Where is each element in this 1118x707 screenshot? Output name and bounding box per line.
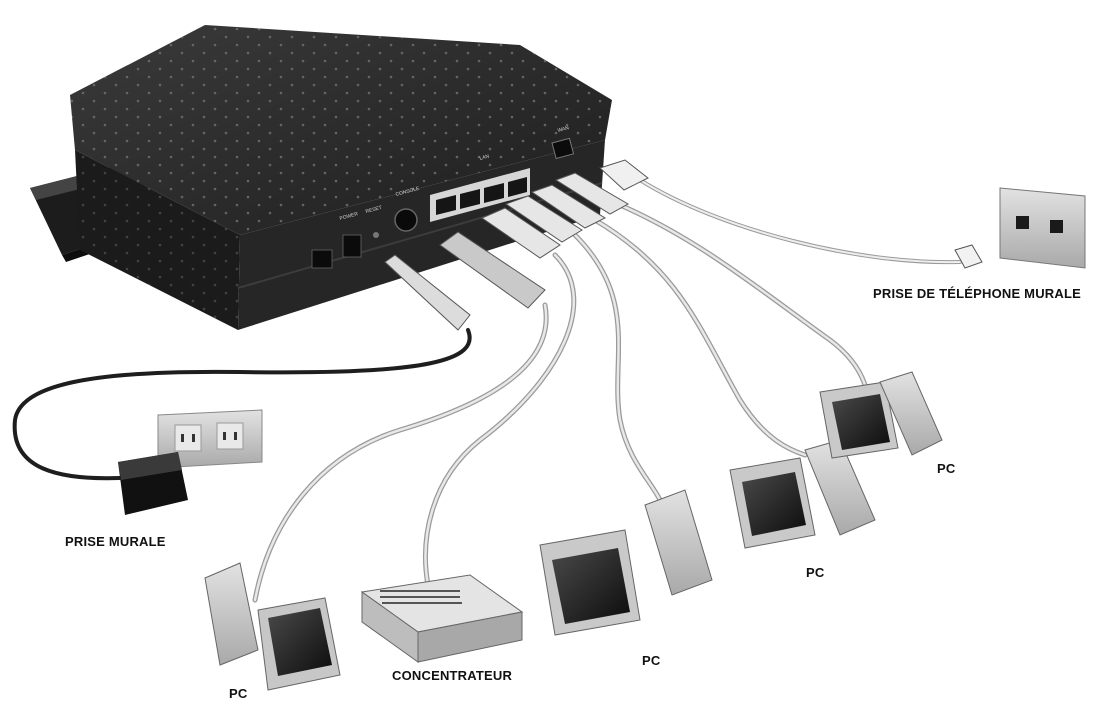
lan-ports	[436, 177, 527, 215]
pc-1-tower	[204, 562, 259, 666]
cable-pc-1	[252, 302, 549, 603]
phone-wall-plug	[954, 244, 983, 269]
hub	[360, 574, 524, 663]
reset-button	[373, 232, 379, 238]
console-port	[394, 208, 418, 232]
rj11-plug	[599, 159, 649, 191]
pc-1	[204, 562, 341, 691]
phone-socket-1	[1016, 216, 1029, 229]
phone-line	[638, 178, 962, 265]
pc-4-screen	[832, 394, 890, 450]
lan-label: LAN	[479, 154, 490, 162]
pc-3-label: PC	[806, 565, 825, 580]
router: POWER RESET CONSOLE LAN WAN	[70, 25, 612, 330]
lan-port-3	[484, 183, 504, 203]
pc-3-screen	[742, 472, 806, 536]
hub-label: CONCENTRATEUR	[392, 668, 512, 683]
wan-port	[551, 137, 575, 160]
wall-outlet-label: PRISE MURALE	[65, 534, 166, 549]
rj45-plug-1	[480, 207, 561, 259]
pc-2-screen	[552, 548, 630, 624]
lan-port-4	[508, 177, 527, 197]
pc-4-tower	[879, 371, 943, 456]
pc-2	[539, 489, 713, 636]
pc-1-screen	[268, 608, 332, 676]
power-cord	[12, 328, 472, 481]
wan-label: WAN	[557, 125, 570, 134]
power-label: POWER	[339, 211, 359, 222]
pc-2-label: PC	[642, 653, 661, 668]
wall-outlet	[157, 409, 263, 469]
power-plug	[384, 254, 471, 331]
cable-pc-4	[617, 202, 868, 388]
pc-4-label: PC	[937, 461, 956, 476]
power-adapter	[118, 452, 188, 515]
rj45-plug-3	[530, 184, 607, 229]
pc-1-label: PC	[229, 686, 248, 701]
wall-phone-jack	[954, 187, 1086, 269]
pc-2-tower	[644, 489, 713, 596]
pc-3	[729, 439, 876, 549]
pc-3-tower	[804, 439, 876, 536]
pc-4	[819, 371, 943, 459]
cables	[12, 178, 962, 603]
lan-port-1	[436, 195, 456, 215]
wall-phone-jack-label: PRISE DE TÉLÉPHONE MURALE	[873, 286, 1081, 301]
router-plugs	[384, 159, 649, 331]
lan-port-2	[460, 189, 480, 209]
console-plug	[439, 231, 546, 309]
reset-label: RESET	[365, 205, 383, 215]
phone-socket-2	[1050, 220, 1063, 233]
rj45-plug-2	[504, 195, 583, 243]
rj45-plug-4	[554, 172, 630, 215]
power-switch	[342, 234, 362, 258]
cable-pc-3	[592, 217, 808, 458]
power-jack	[311, 249, 333, 269]
